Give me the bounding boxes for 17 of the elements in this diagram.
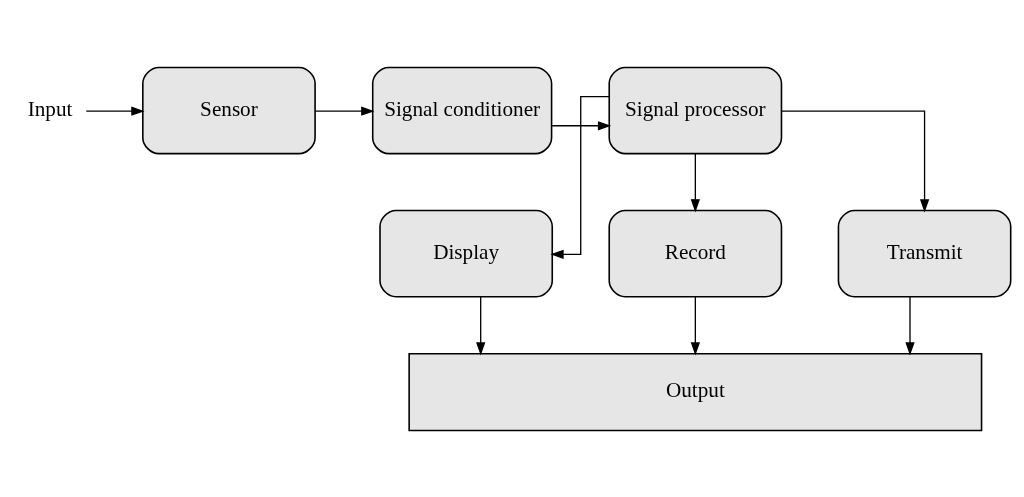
arrow (904, 295, 915, 356)
arrow (690, 295, 700, 356)
arrow (313, 106, 374, 116)
arrow (85, 106, 145, 116)
node-box: Sensor (141, 66, 316, 154)
arrow (780, 110, 929, 213)
node-box: Record (607, 209, 782, 297)
node-box: Signal processor (607, 66, 782, 154)
node-box: Signal conditioner (371, 66, 552, 154)
arrow (550, 120, 611, 130)
arrow (475, 295, 485, 356)
node-text: Input (27, 96, 72, 121)
node-box: Output (407, 352, 982, 431)
arrow (690, 152, 700, 212)
node-box: Display (378, 209, 553, 297)
arrow (549, 95, 610, 259)
node-box: Transmit (837, 209, 1011, 297)
